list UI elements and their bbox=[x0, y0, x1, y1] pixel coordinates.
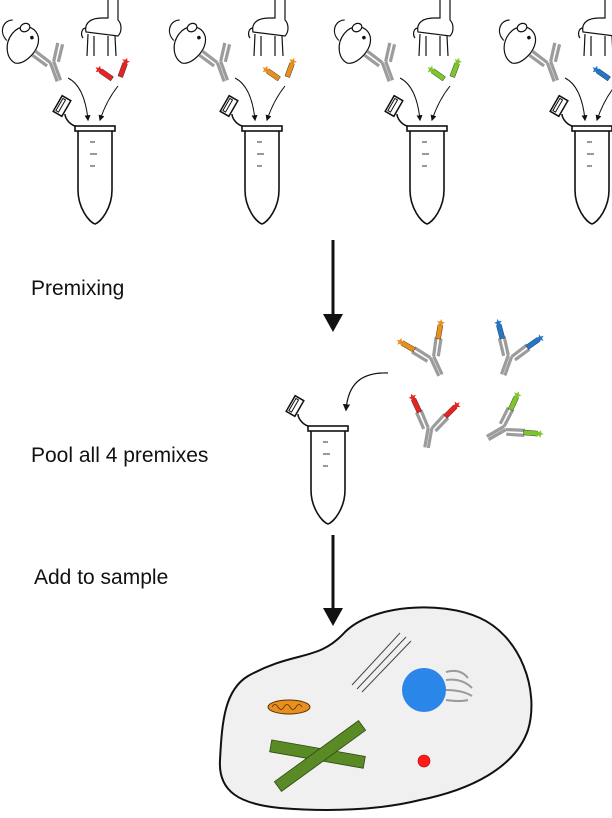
mouse-icon bbox=[498, 19, 537, 64]
actin-filaments bbox=[269, 720, 367, 792]
eppendorf-tube bbox=[219, 94, 283, 225]
alpaca-icon bbox=[80, 0, 122, 57]
fluorophore-star bbox=[396, 337, 405, 346]
eppendorf-tube bbox=[285, 394, 349, 525]
fluorophore-star bbox=[427, 65, 436, 74]
eppendorf-tube bbox=[52, 94, 116, 225]
fluorophore-star bbox=[437, 318, 445, 327]
mouse-icon bbox=[333, 19, 372, 64]
fluorophore-star bbox=[289, 57, 297, 66]
tube-lid bbox=[219, 94, 239, 118]
merge-arrow bbox=[234, 77, 258, 122]
tube-lid bbox=[52, 94, 72, 118]
vesicle bbox=[417, 754, 431, 768]
merge-arrow bbox=[98, 85, 119, 122]
step-label-premixing: Premixing bbox=[31, 277, 125, 300]
premix-group bbox=[168, 0, 297, 225]
fluorophore-star bbox=[452, 401, 461, 410]
merge-arrow bbox=[399, 77, 423, 122]
down-arrow-add-sample bbox=[323, 535, 343, 626]
step-label-add-sample: Add to sample bbox=[34, 566, 169, 589]
mitochondrion bbox=[267, 699, 311, 715]
fluorophore-star bbox=[122, 57, 130, 66]
premix-group bbox=[333, 0, 462, 225]
fluorophore-star bbox=[592, 65, 601, 74]
cell-membrane bbox=[218, 606, 533, 811]
merge-arrow bbox=[67, 77, 91, 122]
nucleus bbox=[402, 668, 446, 712]
merge-arrow bbox=[595, 89, 612, 122]
pool-arrow bbox=[342, 372, 389, 412]
fluorophore-star bbox=[454, 57, 462, 66]
antibody-complex bbox=[408, 393, 461, 449]
merge-arrow bbox=[265, 85, 286, 122]
nanobody bbox=[507, 391, 522, 411]
nanobody bbox=[95, 65, 114, 82]
nanobody bbox=[435, 318, 445, 340]
fluorophore-star bbox=[513, 391, 522, 400]
premix-row bbox=[1, 0, 612, 225]
premix-group bbox=[1, 0, 130, 225]
antibody-complex bbox=[485, 391, 544, 441]
nanobody bbox=[262, 65, 281, 82]
antibody bbox=[198, 42, 232, 82]
tube-lid bbox=[549, 94, 569, 118]
pool-complexes bbox=[396, 318, 544, 449]
fluorophore-star bbox=[262, 65, 271, 74]
nanobody bbox=[117, 57, 130, 78]
nanobody bbox=[525, 334, 544, 350]
nanobody bbox=[284, 57, 297, 78]
fluorophore-star bbox=[408, 393, 417, 402]
nanobody bbox=[427, 65, 446, 82]
antibody-complex bbox=[494, 318, 544, 376]
alpaca-icon bbox=[412, 0, 454, 57]
nanobody bbox=[443, 401, 461, 419]
mouse-icon bbox=[168, 19, 207, 64]
tube-lid bbox=[384, 94, 404, 118]
nanobody bbox=[592, 65, 611, 82]
fluorophore-star bbox=[494, 318, 502, 327]
pool-tube bbox=[285, 394, 349, 525]
down-arrow-premixing bbox=[323, 240, 343, 332]
antibody bbox=[363, 42, 397, 82]
eppendorf-tube bbox=[549, 94, 612, 225]
nanobody bbox=[523, 429, 544, 438]
cytoskeleton-lines bbox=[351, 632, 412, 693]
nanobody bbox=[396, 337, 416, 353]
merge-arrow bbox=[430, 85, 451, 122]
fluorophore-star bbox=[535, 429, 544, 438]
fluorophore-star bbox=[535, 334, 544, 343]
tube-lid bbox=[285, 394, 305, 418]
merge-arrow bbox=[564, 77, 588, 122]
mouse-icon bbox=[1, 19, 40, 64]
nanobody bbox=[494, 318, 506, 340]
antibody bbox=[31, 42, 65, 82]
eppendorf-tube bbox=[384, 94, 448, 225]
nanobody bbox=[408, 393, 423, 414]
premix-group bbox=[498, 0, 612, 225]
fluorophore-star bbox=[95, 65, 104, 74]
golgi-apparatus bbox=[445, 669, 473, 702]
cell bbox=[218, 606, 533, 811]
nanobody bbox=[449, 57, 462, 78]
alpaca-icon bbox=[577, 0, 612, 57]
antibody-complex bbox=[396, 318, 445, 377]
antibody bbox=[528, 42, 562, 82]
step-label-pool: Pool all 4 premixes bbox=[31, 444, 209, 467]
alpaca-icon bbox=[247, 0, 289, 57]
